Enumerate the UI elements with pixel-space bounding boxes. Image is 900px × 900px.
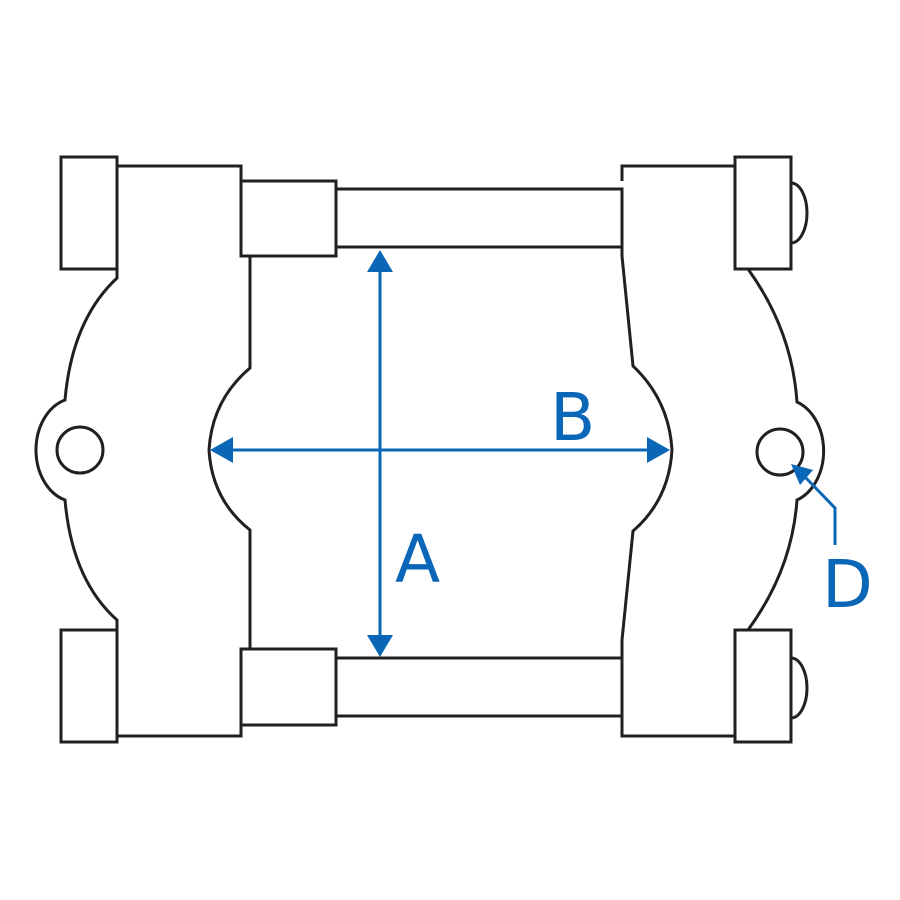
label-d: D — [822, 546, 873, 623]
right-bottom-block — [733, 628, 793, 744]
label-a: A — [395, 521, 440, 598]
dimension-d-leader — [791, 464, 837, 545]
left-bottom-block — [59, 628, 119, 744]
right-lug-hole — [755, 427, 805, 477]
left-top-block — [59, 155, 119, 271]
right-top-bolt-head-icon — [790, 181, 809, 245]
dimension-a-arrow — [367, 250, 393, 657]
left-jaw-body — [34, 164, 252, 742]
right-top-block — [733, 155, 793, 271]
upper-bar — [334, 187, 624, 249]
dimension-b-arrow — [210, 437, 670, 463]
left-upper-step-block — [239, 179, 338, 258]
right-bottom-bolt-head-icon — [790, 656, 809, 720]
left-lug-hole — [55, 425, 105, 475]
label-b: B — [550, 379, 595, 456]
lower-bar — [334, 656, 624, 718]
left-lower-step-block — [239, 647, 338, 727]
right-jaw-body — [620, 164, 826, 738]
